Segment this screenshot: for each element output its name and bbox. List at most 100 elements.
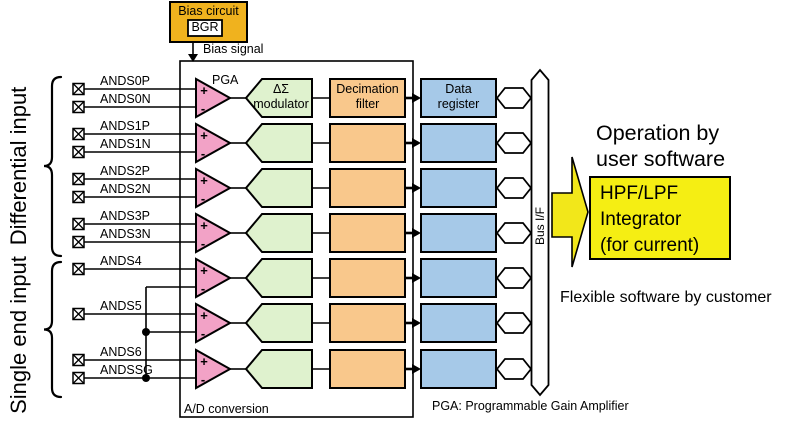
single-end-input-label: Single end input <box>6 256 31 414</box>
data-register-box <box>420 258 497 298</box>
decimation-filter-box <box>329 349 406 389</box>
bgr-label: BGR <box>191 20 219 34</box>
decimation-filter-box <box>329 123 406 163</box>
adc-channel-row: + - <box>195 348 533 390</box>
bus-connector-icon <box>495 177 533 199</box>
bus-if-bar <box>530 68 550 397</box>
pad-icon <box>72 353 85 367</box>
bias-signal-label: Bias signal <box>203 42 264 56</box>
single-end-input-brace <box>43 260 63 399</box>
pad-icon <box>72 235 85 249</box>
decimation-filter-box <box>329 303 406 343</box>
arrow-head-icon <box>412 93 421 103</box>
decimation-filter-box <box>329 168 406 208</box>
junction-dot <box>142 328 150 336</box>
pad-icon <box>72 82 85 96</box>
pga-triangle <box>195 348 233 390</box>
junction-dot <box>142 374 150 382</box>
decimation-filter-box <box>329 213 406 253</box>
bias-circuit-label: Bias circuit <box>178 4 239 18</box>
bus-connector-icon <box>495 222 533 244</box>
delta-sigma-modulator-shape <box>244 123 313 163</box>
adc-channel-row: + - <box>195 212 533 254</box>
arrow-head-icon <box>412 138 421 148</box>
data-register-box <box>420 123 497 163</box>
pga-minus-label: - <box>201 236 205 251</box>
data-register-box <box>420 303 497 343</box>
delta-sigma-modulator-shape <box>244 168 313 208</box>
pga-triangle <box>195 167 233 209</box>
software-function-label: HPF/LPF Integrator (for current) <box>600 183 700 257</box>
pga-triangle <box>195 122 233 164</box>
adc-label: A/D conversion <box>184 402 269 416</box>
pga-triangle <box>195 212 233 254</box>
pga-minus-label: - <box>201 191 205 206</box>
pga-plus-label: + <box>200 173 208 188</box>
pin-label: ANDS2N <box>100 182 151 196</box>
pga-minus-label: - <box>201 101 205 116</box>
pad-icon <box>72 172 85 186</box>
pga-triangle <box>195 77 233 119</box>
pin-label: ANDS0N <box>100 92 151 106</box>
adc-boundary-box <box>179 60 414 418</box>
pga-plus-label: + <box>200 308 208 323</box>
pga-minus-label: - <box>201 372 205 387</box>
arrow-head-icon <box>412 364 421 374</box>
pga-note: PGA: Programmable Gain Amplifier <box>432 399 629 413</box>
software-function-box <box>589 176 731 260</box>
pin-label: ANDS1P <box>100 119 151 133</box>
pga-minus-label: - <box>201 146 205 161</box>
bus-connector-icon <box>495 132 533 154</box>
pin-label: ANDS3N <box>100 227 151 241</box>
bus-connector-icon <box>495 312 533 334</box>
pga-plus-label: + <box>200 354 208 369</box>
adc-channel-row: + - <box>195 77 533 119</box>
data-register-box <box>420 349 497 389</box>
pga-triangle <box>195 302 233 344</box>
adc-channel-row: + - <box>195 257 533 299</box>
pga-minus-label: - <box>201 326 205 341</box>
data-register-box <box>420 213 497 253</box>
data-register-box <box>420 78 497 118</box>
pad-icon <box>72 127 85 141</box>
pin-label: ANDS2P <box>100 164 151 178</box>
arrow-head-icon <box>188 54 198 62</box>
pin-label: ANDS3P <box>100 209 151 223</box>
pin-label: ANDSSG <box>100 363 153 377</box>
pin-label: ANDS0P <box>100 74 151 88</box>
pga-plus-label: + <box>200 263 208 278</box>
pad-icon <box>72 217 85 231</box>
pad-icon <box>72 371 85 385</box>
arrow-head-icon <box>412 318 421 328</box>
pin-label: ANDS4 <box>100 254 142 268</box>
differential-input-brace <box>43 75 63 258</box>
pin-label: ANDS6 <box>100 345 142 359</box>
data-register-box <box>420 168 497 208</box>
differential-input-label: Differential input <box>6 87 31 246</box>
bus-if-label: Bus I/F <box>533 207 547 245</box>
decimation-filter-box <box>329 258 406 298</box>
pga-plus-label: + <box>200 218 208 233</box>
pad-icon <box>72 190 85 204</box>
pga-plus-label: + <box>200 128 208 143</box>
input-pads <box>72 82 85 385</box>
bus-connector-icon <box>495 267 533 289</box>
pin-label: ANDS5 <box>100 299 142 313</box>
bus-connector-icon <box>495 87 533 109</box>
adc-channel-row: + - <box>195 167 533 209</box>
differential-input-wires <box>84 88 196 243</box>
software-arrow-icon <box>551 156 589 268</box>
arrow-head-icon <box>412 228 421 238</box>
single-end-input-wires <box>84 268 196 382</box>
delta-sigma-modulator-shape <box>244 213 313 253</box>
pad-icon <box>72 145 85 159</box>
pin-label: ANDS1N <box>100 137 151 151</box>
pad-icon <box>72 307 85 321</box>
pad-icon <box>72 100 85 114</box>
